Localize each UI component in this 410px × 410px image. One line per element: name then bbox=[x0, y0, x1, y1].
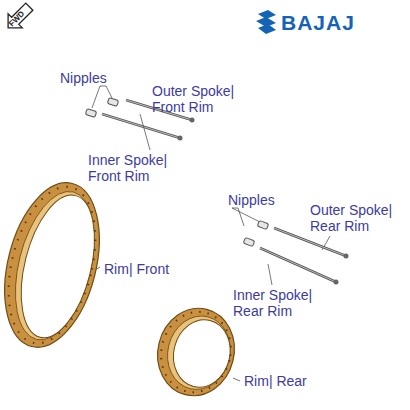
part-name: Nipples bbox=[228, 192, 298, 208]
front-rim bbox=[0, 173, 115, 357]
brand-logo: BAJAJ bbox=[281, 11, 401, 35]
part-name: Outer Spoke| Rear Rim bbox=[310, 202, 406, 234]
bajaj-logo-mark bbox=[256, 10, 276, 34]
fwd-arrow bbox=[1, 0, 36, 35]
part-name: Rim| Rear bbox=[244, 373, 334, 389]
part-name: Nipples bbox=[60, 70, 130, 86]
part-name: Inner Spoke| Rear Rim bbox=[233, 287, 329, 319]
part-name: Outer Spoke| Front Rim bbox=[152, 83, 250, 115]
rear-rim bbox=[148, 300, 243, 404]
part-name: Inner Spoke| Front Rim bbox=[88, 152, 186, 184]
part-name: Rim| Front bbox=[104, 261, 194, 277]
